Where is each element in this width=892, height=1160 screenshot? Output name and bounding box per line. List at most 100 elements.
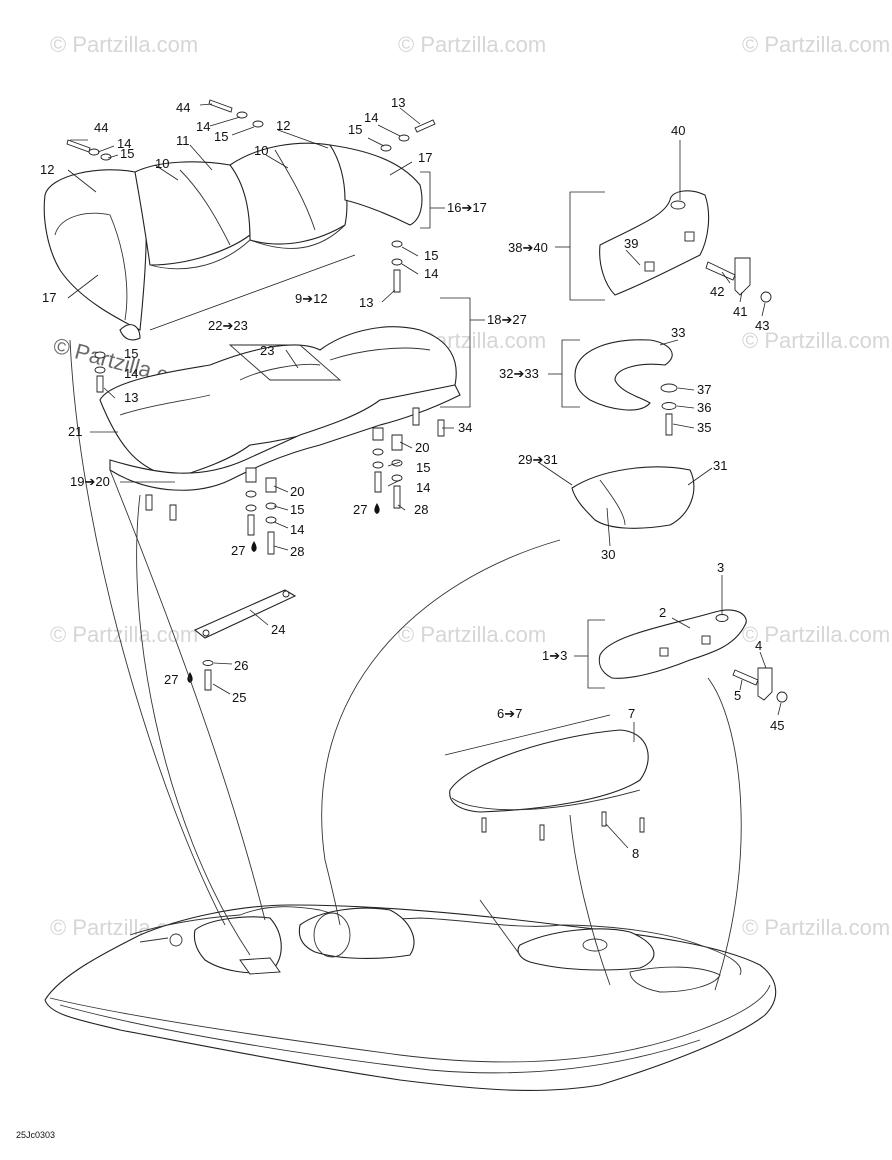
- leader: [277, 129, 329, 149]
- part-label: 44: [176, 100, 190, 115]
- leader: [676, 405, 695, 409]
- leader: [199, 103, 213, 106]
- part-label: 13: [124, 390, 138, 405]
- leader: [739, 291, 743, 303]
- grab-handle: [599, 190, 710, 296]
- leader: [389, 161, 413, 176]
- part-label: 40: [671, 123, 685, 138]
- part-label: 35: [697, 420, 711, 435]
- bolt-28: [374, 471, 382, 493]
- backrest-seam: [274, 149, 316, 231]
- part-label: 41: [733, 304, 747, 319]
- leader: [231, 126, 255, 136]
- handle-slot: [701, 635, 711, 645]
- backrest-assembly: [43, 142, 423, 341]
- leader: [605, 823, 629, 849]
- handle-screw-hole: [715, 614, 729, 622]
- leader: [273, 545, 289, 551]
- washer-14: [391, 258, 403, 266]
- backrest-foot: [119, 324, 141, 341]
- part-label: 9➔12: [295, 291, 328, 306]
- strap-hole: [282, 590, 290, 598]
- leader: [401, 246, 419, 257]
- part-label: 14: [290, 522, 304, 537]
- part-label: 15: [348, 122, 362, 137]
- square-cushion-seam: [599, 479, 626, 526]
- washer-15: [252, 120, 264, 128]
- part-label: 27: [164, 672, 178, 687]
- washer-14: [94, 366, 106, 374]
- watermark-text: © Partzilla.com: [398, 622, 546, 647]
- leader: [721, 271, 731, 284]
- leader: [154, 164, 179, 181]
- washer-36: [661, 402, 677, 410]
- leader: [777, 702, 782, 716]
- retaining-strap: [193, 589, 297, 639]
- part-label: 28: [414, 502, 428, 517]
- washer-14: [245, 504, 257, 512]
- part-label: 27: [353, 502, 367, 517]
- leader: [285, 349, 299, 369]
- latch-pin: [705, 261, 736, 281]
- part-label: 28: [290, 544, 304, 559]
- watermark-text: © Partzilla.com: [50, 32, 198, 57]
- part-label: 32➔33: [499, 366, 539, 381]
- washer-15: [245, 490, 257, 498]
- backrest-bottom-line: [149, 224, 346, 270]
- part-label: 15: [214, 129, 228, 144]
- leader: [107, 154, 119, 159]
- leader: [659, 339, 679, 346]
- leader: [671, 617, 691, 629]
- leader: [273, 521, 289, 529]
- screw-34: [412, 407, 420, 426]
- part-label: 3: [717, 560, 724, 575]
- washer-15: [100, 153, 112, 161]
- part-label: 5: [734, 688, 741, 703]
- part-label: 11: [176, 133, 190, 148]
- leader: [67, 169, 97, 193]
- latch-bracket: [734, 257, 751, 296]
- leader-arc: [136, 494, 251, 956]
- part-label: 14: [124, 366, 138, 381]
- part-label: 17: [418, 150, 432, 165]
- bolt-28: [393, 485, 401, 509]
- part-label: 31: [713, 458, 727, 473]
- storage-lid-6-7: [449, 729, 649, 841]
- hardware-stacks: [66, 99, 445, 683]
- brand-logo-icon: [169, 933, 183, 947]
- part-label: 34: [458, 420, 472, 435]
- leader: [189, 144, 213, 171]
- screw-8: [601, 811, 607, 827]
- washer: [760, 291, 772, 303]
- part-label: 14: [424, 266, 438, 281]
- leader-arc: [321, 539, 561, 926]
- part-label: 22➔23: [208, 318, 248, 333]
- washer-15: [372, 448, 384, 456]
- leader: [212, 683, 231, 695]
- leader: [103, 387, 116, 399]
- part-label: 1➔3: [542, 648, 567, 663]
- leader: [399, 107, 421, 125]
- watermark-text: © Partzilla.com: [742, 32, 890, 57]
- spacer-20: [245, 467, 257, 483]
- leader: [209, 116, 241, 127]
- part-label: 8: [632, 846, 639, 861]
- storage-lid-edge: [451, 789, 641, 811]
- leader-arc: [69, 339, 226, 926]
- part-label: 14: [117, 136, 131, 151]
- part-label: 10: [155, 156, 169, 171]
- part-label: 25: [232, 690, 246, 705]
- steering-wheel-outline: [313, 912, 351, 958]
- handle-assembly-38-40: [599, 190, 772, 303]
- drop-icon: [374, 503, 380, 514]
- washer-37: [660, 383, 678, 393]
- leader: [606, 507, 611, 547]
- leader: [67, 274, 99, 299]
- washer-14: [265, 516, 277, 524]
- part-labels: 44 13 14 15 12 14 15 44 14 15 11 10 10 1…: [40, 95, 784, 861]
- washer-14: [372, 461, 384, 469]
- spacer-20: [391, 434, 403, 451]
- leader-6-7: [444, 714, 611, 756]
